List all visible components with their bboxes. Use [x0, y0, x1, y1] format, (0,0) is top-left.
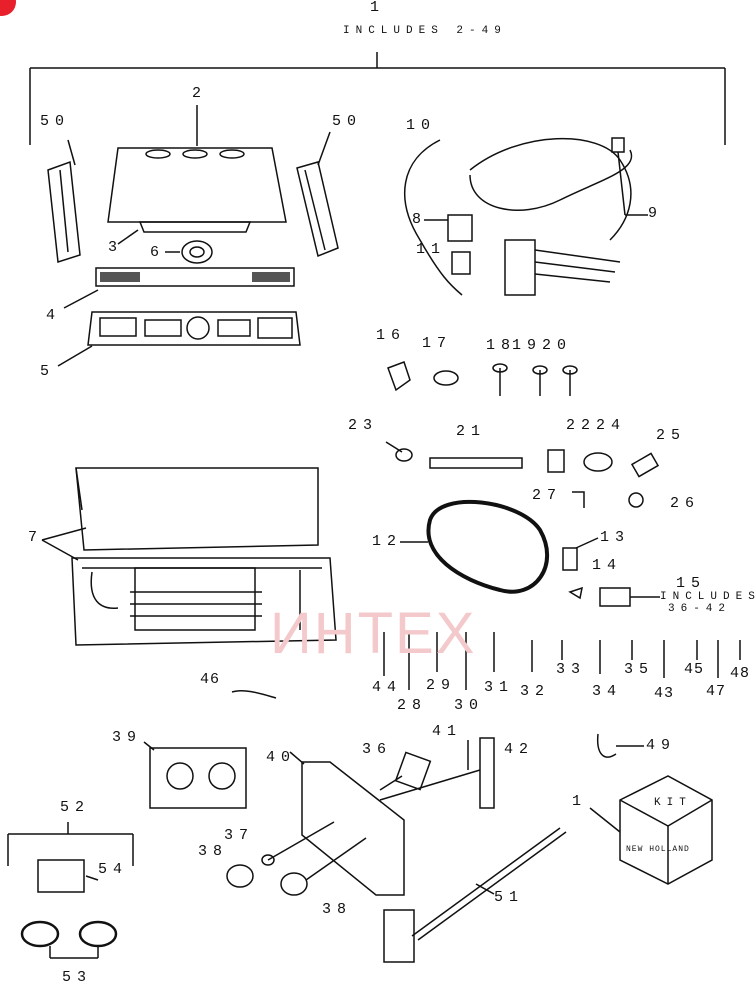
callout-46: 46	[200, 671, 221, 688]
callout-32: 32	[520, 683, 551, 700]
callout-26: 26	[670, 495, 701, 512]
control-decal-39	[143, 741, 247, 809]
callout-31: 31	[484, 679, 515, 696]
sleeve-54	[37, 859, 99, 893]
bezel-4	[63, 267, 295, 309]
callout-3: 3	[108, 239, 124, 256]
callout-38-right: 38	[322, 901, 353, 918]
callout-40: 40	[266, 749, 297, 766]
callout-50-right: 50	[332, 113, 363, 130]
heater-box-7	[41, 467, 337, 646]
callout-50-left: 50	[40, 113, 71, 130]
callout-44: 44	[372, 679, 403, 696]
callout-1-kit: 1	[572, 793, 588, 810]
callout-18: 18	[486, 337, 517, 354]
callout-35: 35	[624, 661, 655, 678]
kit-brand: NEW HOLLAND	[626, 845, 690, 854]
callout-36: 36	[362, 741, 393, 758]
callout-21: 21	[456, 423, 487, 440]
callout-16: 16	[376, 327, 407, 344]
callout-9: 9	[648, 205, 664, 222]
callout-2: 2	[192, 85, 208, 102]
callout-37: 37	[224, 827, 255, 844]
callout-43: 43	[654, 685, 675, 702]
callout-8: 8	[412, 211, 428, 228]
callout-19-20: 1920	[512, 337, 573, 354]
side-bracket-left-50	[47, 139, 81, 263]
callout-6: 6	[150, 244, 166, 261]
includes-range: INCLUDES 2-49	[343, 25, 507, 37]
callout-34: 34	[592, 683, 623, 700]
fastener-row	[383, 632, 741, 690]
callout-14: 14	[592, 557, 623, 574]
grommet-6	[165, 240, 213, 264]
callout-11: 11	[416, 241, 447, 258]
watermark-text: ИНТЕХ	[270, 601, 477, 666]
callout-25: 25	[656, 427, 687, 444]
callout-17: 17	[422, 335, 453, 352]
clip-46	[231, 689, 277, 699]
callout-5: 5	[40, 363, 56, 380]
callout-45: 45	[684, 661, 705, 678]
callout-52: 52	[60, 799, 91, 816]
callout-42: 42	[504, 741, 535, 758]
callout-22-24: 2224	[566, 417, 627, 434]
callout-48: 48	[730, 665, 751, 682]
callout-30: 30	[454, 697, 485, 714]
callout-38-left: 38	[198, 843, 229, 860]
cable-12	[400, 499, 550, 594]
clamp-49	[596, 733, 644, 758]
control-cable-51	[383, 827, 567, 963]
hardware-21-27	[385, 441, 660, 508]
hardware-16-20	[387, 361, 578, 396]
callout-15-range: 36-42	[668, 603, 732, 615]
assembly-number: 1	[370, 0, 386, 16]
knobs-37-38	[226, 821, 367, 896]
callout-51: 51	[494, 889, 525, 906]
callout-49: 49	[646, 737, 677, 754]
callout-7: 7	[28, 529, 44, 546]
callout-15-includes: INCLUDES	[660, 591, 756, 603]
hardware-13-15	[562, 537, 660, 607]
panel-5	[57, 311, 301, 367]
callout-23: 23	[348, 417, 379, 434]
callout-13: 13	[600, 529, 631, 546]
callout-29: 29	[426, 677, 457, 694]
callout-54: 54	[98, 861, 129, 878]
top-cover-2	[107, 105, 287, 233]
assembly-bracket	[29, 52, 726, 145]
kit-label: KIT	[654, 797, 692, 809]
kit-bracket-52	[7, 822, 134, 866]
callout-4: 4	[46, 307, 62, 324]
callout-12: 12	[372, 533, 403, 550]
callout-15: 15	[676, 575, 707, 592]
callout-27: 27	[532, 487, 563, 504]
mounting-plate-40	[289, 737, 495, 896]
callout-33: 33	[556, 661, 587, 678]
callout-28: 28	[397, 697, 428, 714]
callout-47: 47	[706, 683, 727, 700]
callout-10: 10	[406, 117, 437, 134]
side-bracket-right-50	[296, 131, 339, 258]
wiring-harness-8-11	[403, 137, 648, 296]
hose-clamps-53	[20, 920, 118, 959]
callout-39: 39	[112, 729, 143, 746]
callout-41: 41	[432, 723, 463, 740]
callout-53: 53	[62, 969, 93, 986]
kit-box-1	[589, 775, 713, 885]
